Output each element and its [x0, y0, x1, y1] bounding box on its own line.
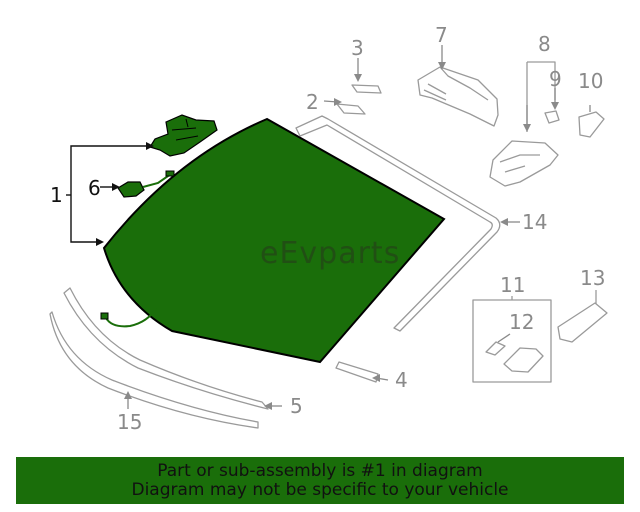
sensor-connector: [165, 170, 175, 177]
windshield-glass[interactable]: [102, 117, 446, 364]
callout-label-3: 3: [351, 36, 364, 60]
info-banner-bg: [16, 457, 624, 504]
rain-sensor[interactable]: [117, 181, 145, 198]
part-4: [335, 361, 379, 383]
callout-label-1: 1: [50, 183, 63, 207]
callout-label-2: 2: [306, 90, 319, 114]
callout-label-12: 12: [509, 310, 534, 334]
gray-arrowheads: [124, 62, 559, 410]
gray-parts: [49, 61, 608, 429]
mirror-bracket-detail: [171, 118, 199, 141]
callout-label-10: 10: [578, 69, 603, 93]
glass-harness: [105, 307, 157, 328]
cowl-5: [49, 311, 259, 429]
cowl-15: [63, 287, 269, 410]
callout-label-4: 4: [395, 368, 408, 392]
callout-label-6: 6: [88, 176, 101, 200]
callout-label-15: 15: [117, 410, 142, 434]
callout-1-arrowheads: [96, 142, 154, 246]
banner-line-2: Diagram may not be specific to your vehi…: [131, 479, 509, 500]
mirror-bracket[interactable]: [149, 114, 218, 157]
part-3: [351, 84, 382, 94]
part-8: [489, 140, 559, 187]
part-9: [544, 110, 560, 124]
part-12: [485, 341, 506, 356]
part-2: [336, 103, 366, 115]
watermark-text: eEvparts: [260, 236, 400, 271]
harness-connector: [100, 312, 109, 320]
part-10: [578, 111, 605, 138]
callout-label-13: 13: [580, 266, 605, 290]
callout-label-14: 14: [522, 210, 547, 234]
callout-label-5: 5: [290, 394, 303, 418]
callout-label-7: 7: [435, 23, 448, 47]
banner-line-1: Part or sub-assembly is #1 in diagram: [157, 460, 483, 481]
callout-label-8: 8: [538, 32, 551, 56]
mirror-7: [417, 66, 499, 127]
molding-14: [295, 115, 501, 332]
part-12b: [503, 347, 544, 373]
part-13: [557, 302, 608, 343]
callout-label-9: 9: [549, 67, 562, 91]
info-banner: Part or sub-assembly is #1 in diagram Di…: [16, 457, 624, 504]
callout-label-11: 11: [500, 273, 525, 297]
callout-1-leaders: [66, 145, 150, 243]
